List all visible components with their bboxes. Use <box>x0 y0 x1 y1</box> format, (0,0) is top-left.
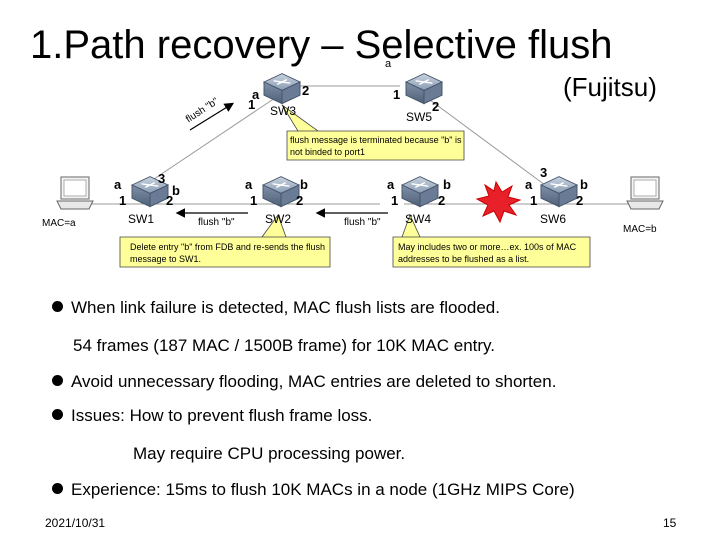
sw4-letter-b: b <box>443 177 451 192</box>
sw2-letter-a: a <box>245 177 253 192</box>
sw1-port1: 1 <box>119 193 127 208</box>
sw3-label: SW3 <box>270 104 297 118</box>
bullet-subtext: 54 frames (187 MAC / 1500B frame) for 10… <box>73 336 496 355</box>
bullet-dot-icon <box>52 483 63 494</box>
sw6-letter-b: b <box>580 177 588 192</box>
sw5-label: SW5 <box>406 110 433 124</box>
bullet-item: Issues: How to prevent flush frame loss. <box>52 406 372 426</box>
sw2-icon <box>262 175 300 208</box>
sw6-port2: 2 <box>576 193 584 208</box>
page-number: 15 <box>663 516 677 530</box>
callout-sw2-delete: Delete entry "b" from FDB and re-sends t… <box>130 242 325 264</box>
sw2-port1: 1 <box>250 193 258 208</box>
sw1-letter-a: a <box>114 177 122 192</box>
bullet-text: Issues: How to prevent flush frame loss. <box>71 406 373 425</box>
footer-date: 2021/10/31 <box>45 516 106 530</box>
bullet-subtext: May require CPU processing power. <box>133 444 406 463</box>
sw1-label: SW1 <box>128 212 155 226</box>
sw6-port1: 1 <box>530 193 538 208</box>
bullet-item: When link failure is detected, MAC flush… <box>52 298 500 318</box>
sw6-port3: 3 <box>540 165 548 180</box>
sw4-icon <box>401 175 439 208</box>
sw4-port2: 2 <box>438 193 446 208</box>
network-diagram <box>56 72 664 268</box>
sw2-label: SW2 <box>265 212 292 226</box>
sw1-port2: 2 <box>166 193 174 208</box>
sw6-label: SW6 <box>540 212 567 226</box>
sw2-port2: 2 <box>296 193 304 208</box>
sw5-port1: 1 <box>393 87 401 102</box>
bullet-dot-icon <box>52 375 63 386</box>
host-b-icon <box>626 176 664 210</box>
sw1-letter-b: b <box>172 183 180 198</box>
flush-label-sw4-sw2: flush "b" <box>344 217 381 228</box>
host-a-icon <box>56 176 94 210</box>
sw3-port2: 2 <box>302 83 310 98</box>
callout-sw4-multiple: May includes two or more…ex. 100s of MAC… <box>398 242 577 264</box>
sw5-port2: 2 <box>432 99 440 114</box>
sw6-letter-a: a <box>525 177 533 192</box>
bullet-dot-icon <box>52 409 63 420</box>
sw6-icon <box>540 175 578 208</box>
bullet-item: Avoid unnecessary flooding, MAC entries … <box>52 372 556 392</box>
bullet-item: Experience: 15ms to flush 10K MACs in a … <box>52 480 575 500</box>
sw3-letter-a: a <box>252 87 260 102</box>
vendor-label: (Fujitsu) <box>563 72 657 102</box>
flush-label-sw2-sw1: flush "b" <box>198 217 235 228</box>
bullet-text: When link failure is detected, MAC flush… <box>71 298 500 317</box>
bullet-dot-icon <box>52 301 63 312</box>
sw4-port1: 1 <box>391 193 399 208</box>
host-b-label: MAC=b <box>623 224 657 235</box>
bullet-text: Experience: 15ms to flush 10K MACs in a … <box>71 480 575 499</box>
sw3-port1: 1 <box>248 97 256 112</box>
sw2-letter-b: b <box>300 177 308 192</box>
sw4-letter-a: a <box>387 177 395 192</box>
title-subscript: a <box>385 58 392 70</box>
link-failure-burst-icon <box>475 180 522 224</box>
sw1-port3: 3 <box>158 171 166 186</box>
bullet-text: Avoid unnecessary flooding, MAC entries … <box>71 372 557 391</box>
sw3-icon <box>263 72 301 105</box>
callout-sw3-terminated: flush message is terminated because "b" … <box>290 135 462 157</box>
host-a-label: MAC=a <box>42 218 76 229</box>
slide-title: 1.Path recovery – Selective flush <box>30 23 613 67</box>
sw4-label: SW4 <box>405 212 432 226</box>
